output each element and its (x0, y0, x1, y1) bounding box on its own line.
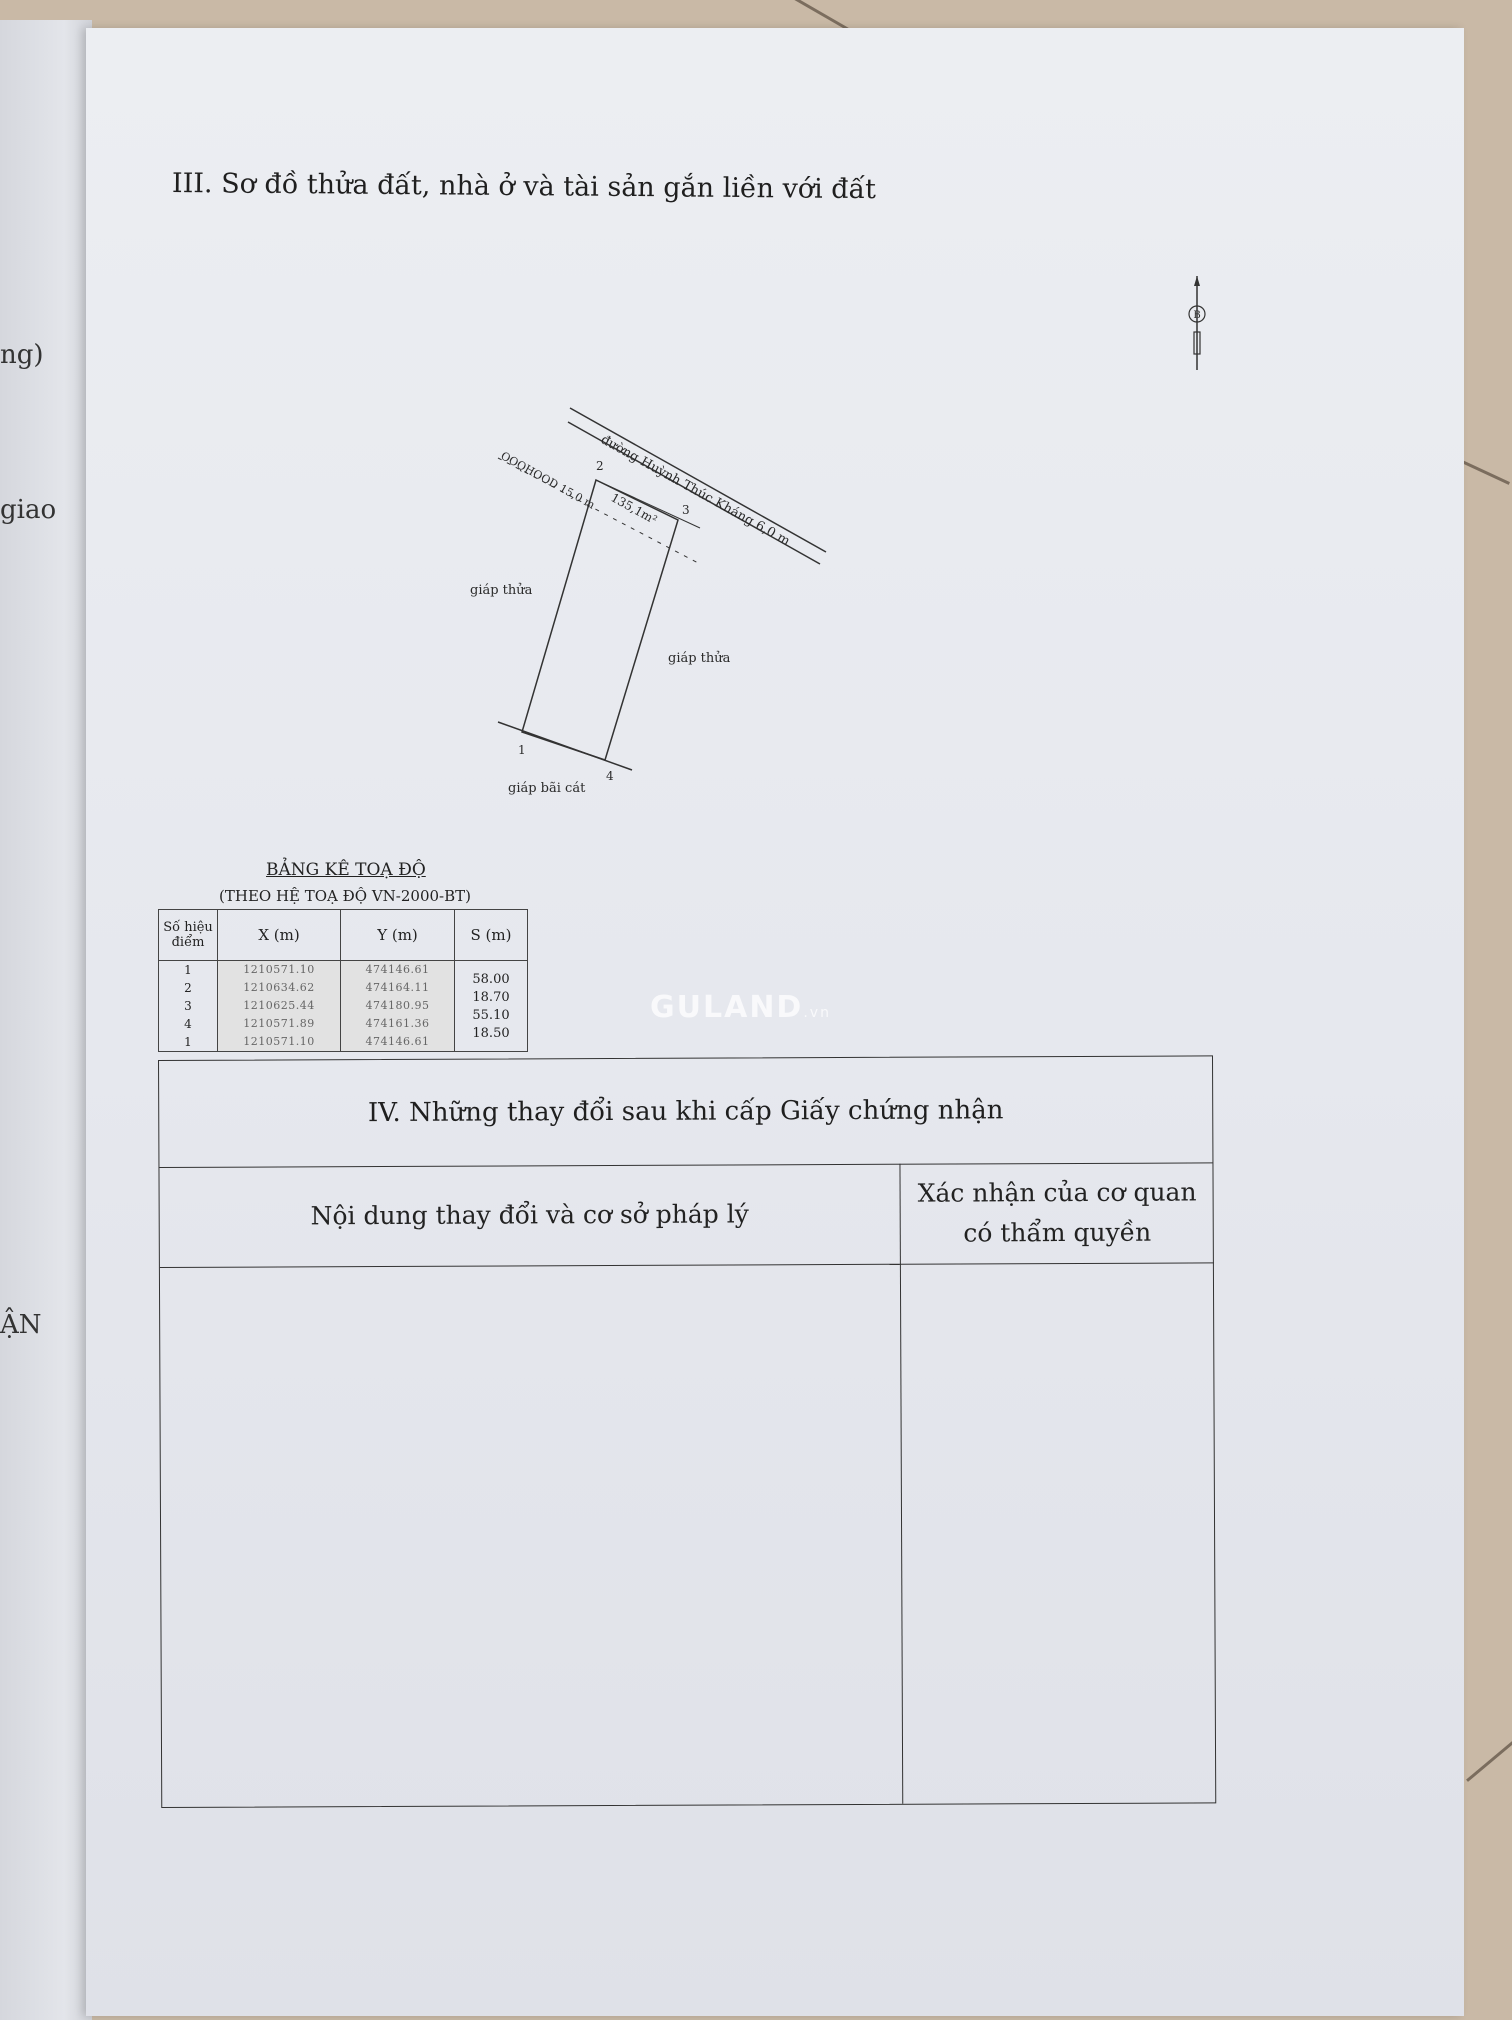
authority-confirmation-cell (902, 1264, 1214, 1801)
point-id: 2 (184, 981, 192, 995)
s-value: 55.10 (472, 1008, 510, 1023)
point-label: 3 (682, 503, 690, 517)
col-x-header: X (m) (217, 909, 341, 961)
left-page-fragment: ẬN (0, 1310, 42, 1340)
left-neighbor-label: giáp thửa (470, 583, 533, 598)
plot-top-line (595, 479, 701, 529)
left-facing-page: ng) giao ẬN (0, 20, 92, 2020)
point-id: 1 (184, 963, 192, 977)
corridor-label: OOQHOOD 15,0 m (499, 449, 598, 512)
y-value: 474161.36 (365, 1017, 430, 1030)
section4-title: IV. Những thay đổi sau khi cấp Giấy chứn… (367, 1095, 1004, 1129)
point-label: 2 (596, 459, 604, 473)
tile-grout-right (1457, 458, 1510, 485)
x-values-cell: 1210571.10 1210634.62 1210625.44 1210571… (217, 960, 341, 1052)
point-label: 1 (518, 743, 526, 757)
road-edge-line (569, 407, 827, 553)
land-plot-diagram: đường Huỳnh Thúc Kháng 6,0 m OOQHOOD 15,… (470, 407, 827, 796)
point-id: 1 (184, 1035, 192, 1049)
corridor-dashed-line (497, 457, 701, 565)
changes-table: IV. Những thay đổi sau khi cấp Giấy chứn… (158, 1055, 1217, 1808)
road-edge-line (567, 421, 821, 565)
north-arrow-icon: B (1188, 276, 1206, 370)
point-id: 3 (184, 999, 192, 1013)
changes-table-header: IV. Những thay đổi sau khi cấp Giấy chứn… (159, 1056, 1213, 1168)
plot-bottom-line (497, 721, 633, 771)
x-value: 1210571.10 (243, 963, 315, 976)
coord-table-title: BẢNG KÊ TOẠ ĐỘ (266, 860, 426, 880)
x-value: 1210571.10 (243, 1035, 315, 1048)
y-value: 474146.61 (365, 963, 430, 976)
left-page-fragment: giao (0, 495, 57, 525)
y-values-cell: 474146.61 474164.11 474180.95 474161.36 … (340, 960, 455, 1052)
y-value: 474164.11 (365, 981, 430, 994)
right-neighbor-label: giáp thửa (668, 651, 731, 666)
s-value: 18.50 (472, 1026, 510, 1041)
table-row: 1 2 3 4 1 1210571.10 1210634.62 1210625.… (158, 960, 528, 1052)
point-label: 4 (606, 769, 614, 783)
tile-grout-right-lower (1466, 1741, 1512, 1782)
table-header-row: Số hiệu điểm X (m) Y (m) S (m) (158, 909, 528, 961)
authority-header-line1: Xác nhận của cơ quan (917, 1177, 1197, 1208)
x-value: 1210571.89 (243, 1017, 315, 1030)
s-value: 18.70 (472, 990, 510, 1005)
col-point-id-header: Số hiệu điểm (158, 909, 218, 961)
y-value: 474180.95 (365, 999, 430, 1012)
changes-content-header-label: Nội dung thay đổi và cơ sở pháp lý (310, 1199, 749, 1231)
s-value: 58.00 (472, 972, 510, 987)
compass-letter: B (1193, 310, 1200, 321)
point-id: 4 (184, 1017, 192, 1031)
point-id-cell: 1 2 3 4 1 (158, 960, 218, 1052)
authority-header-line2: có thẩm quyền (963, 1217, 1152, 1248)
x-value: 1210634.62 (243, 981, 315, 994)
road-label: đường Huỳnh Thúc Kháng 6,0 m (598, 432, 792, 549)
watermark-domain: .vn (803, 1005, 831, 1021)
col-s-header: S (m) (454, 909, 528, 961)
authority-confirmation-header: Xác nhận của cơ quan có thẩm quyền (899, 1162, 1214, 1265)
y-value: 474146.61 (365, 1035, 430, 1048)
col-y-header: Y (m) (340, 909, 455, 961)
watermark-brand: GULAND (650, 990, 804, 1025)
changes-content-header: Nội dung thay đổi và cơ sở pháp lý (159, 1163, 900, 1268)
s-values-cell: 58.00 18.70 55.10 18.50 (454, 960, 528, 1052)
changes-content-cell (160, 1266, 900, 1805)
section3-title: III. Sơ đồ thửa đất, nhà ở và tài sản gắ… (171, 168, 877, 206)
coordinate-table: Số hiệu điểm X (m) Y (m) S (m) 1 2 3 4 1… (158, 909, 528, 1052)
left-page-fragment: ng) (0, 340, 44, 370)
plot-area-label: 135,1m² (609, 490, 660, 527)
watermark-logo: GULAND.vn (650, 990, 831, 1025)
coord-table-subtitle: (THEO HỆ TOẠ ĐỘ VN-2000-BT) (219, 887, 471, 905)
bottom-neighbor-label: giáp bãi cát (508, 781, 586, 796)
x-value: 1210625.44 (243, 999, 315, 1012)
